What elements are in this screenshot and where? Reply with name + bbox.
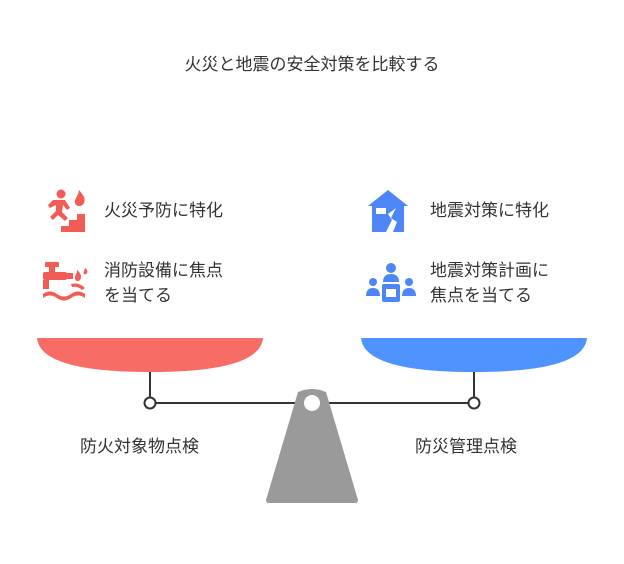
right-item-2: 地震対策計画に 焦点を当てる — [430, 261, 549, 306]
earthquake-house-icon — [368, 190, 408, 232]
left-item-2: 消防設備に焦点 を当てる — [104, 261, 223, 306]
people-planning-icon — [366, 263, 416, 302]
pivot — [304, 395, 320, 411]
scale-stand — [266, 389, 358, 503]
left-footer-label: 防火対象物点検 — [80, 437, 199, 457]
right-item-1: 地震対策に特化 — [430, 201, 549, 221]
right-pan — [361, 338, 587, 372]
left-pan — [37, 338, 263, 372]
left-item-1: 火災予防に特化 — [104, 201, 223, 221]
right-joint — [467, 396, 481, 410]
right-footer-label: 防災管理点検 — [415, 437, 517, 457]
diagram-title: 火災と地震の安全対策を比較する — [184, 55, 440, 75]
fire-escape-icon — [48, 189, 85, 232]
left-joint — [143, 396, 157, 410]
fire-hydrant-icon — [43, 262, 88, 301]
